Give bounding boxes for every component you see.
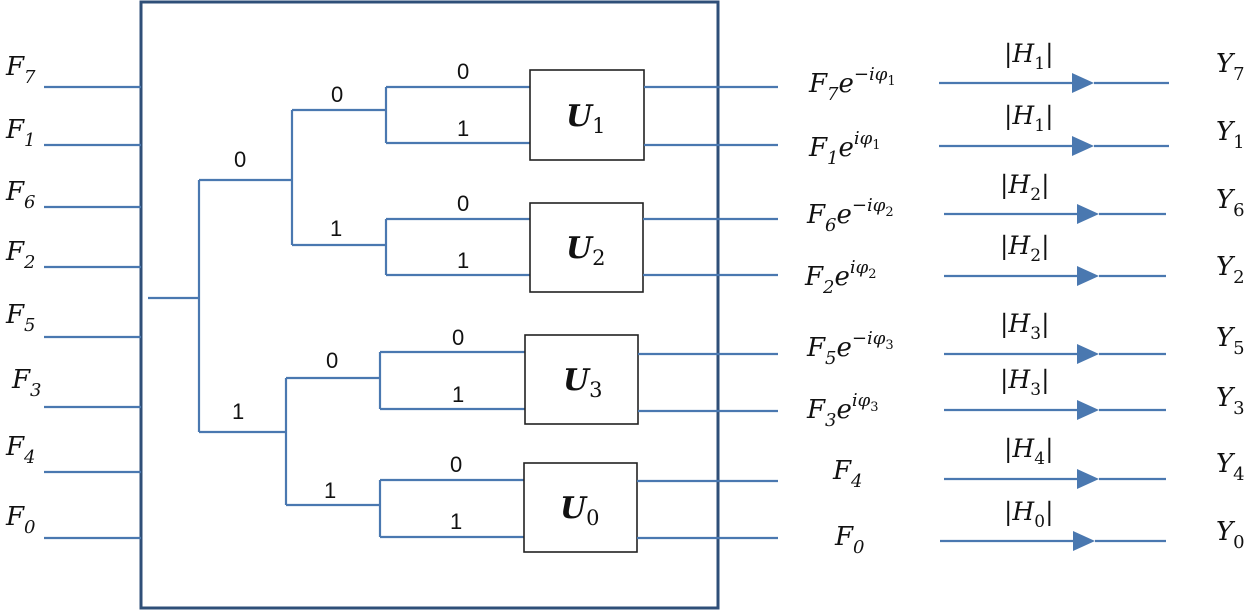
bit-label: 0 bbox=[331, 82, 343, 107]
unitary-box bbox=[529, 202, 644, 293]
input-label: F2 bbox=[5, 237, 36, 273]
input-label: F4 bbox=[5, 432, 36, 468]
bit-label: 0 bbox=[452, 325, 464, 350]
output-label: Y6 bbox=[1216, 185, 1245, 221]
output-label: Y7 bbox=[1216, 49, 1245, 85]
input-label: F1 bbox=[5, 115, 36, 151]
input-label: F7 bbox=[5, 52, 36, 88]
unitary-label: U3 bbox=[563, 363, 603, 402]
bit-label: 1 bbox=[330, 216, 342, 241]
gain-label: |H2| bbox=[1000, 170, 1050, 205]
output-label: Y0 bbox=[1216, 517, 1245, 553]
bit-label: 1 bbox=[457, 116, 469, 141]
phase-output-labels: F7e−iφ1 F1eiφ1 F6e−iφ2 F2eiφ2 F5e−iφ3 F3… bbox=[804, 64, 896, 558]
tree-bit-labels: 0 1 0 1 0 1 0 1 0 1 0 1 0 1 bbox=[232, 59, 469, 534]
unitary-box bbox=[529, 69, 645, 161]
bit-label: 1 bbox=[457, 248, 469, 273]
arrow-icon bbox=[1077, 400, 1099, 420]
bit-label: 0 bbox=[457, 191, 469, 216]
gain-label: |H3| bbox=[1000, 309, 1050, 344]
phase-output-label: F4 bbox=[832, 456, 863, 492]
unitary-blocks: U1 U2 U3 U0 bbox=[523, 69, 645, 553]
arrow-icon bbox=[1077, 204, 1099, 224]
input-labels: F7 F1 F6 F2 F5 F3 F4 F0 bbox=[5, 52, 42, 538]
bit-label: 1 bbox=[450, 509, 462, 534]
phase-output-label: F7e−iφ1 bbox=[808, 64, 896, 105]
arrow-icon bbox=[1077, 469, 1099, 489]
unitary-box bbox=[524, 334, 639, 425]
input-label: F5 bbox=[5, 300, 36, 336]
gain-label: |H1| bbox=[1004, 39, 1054, 74]
gain-label: |H4| bbox=[1004, 434, 1054, 469]
bit-label: 0 bbox=[234, 147, 246, 172]
gain-arrows bbox=[939, 73, 1169, 551]
phase-output-label: F2eiφ2 bbox=[804, 257, 877, 298]
output-label: Y4 bbox=[1216, 449, 1245, 485]
output-labels: Y7 Y1 Y6 Y2 Y5 Y3 Y4 Y0 bbox=[1216, 49, 1245, 553]
input-label: F6 bbox=[5, 177, 36, 213]
unitary-label: U2 bbox=[566, 231, 606, 270]
processing-block-frame bbox=[139, 0, 720, 610]
arrow-icon bbox=[1072, 136, 1094, 156]
bit-label: 1 bbox=[452, 382, 464, 407]
gain-label: |H2| bbox=[1000, 231, 1050, 266]
phase-output-label: F5e−iφ3 bbox=[806, 328, 894, 369]
output-label: Y5 bbox=[1216, 323, 1245, 359]
phase-output-label: F6e−iφ2 bbox=[806, 195, 894, 236]
input-label: F0 bbox=[5, 502, 36, 538]
unitary-label: U1 bbox=[566, 99, 606, 138]
gain-label: |H1| bbox=[1004, 101, 1054, 136]
gain-label: |H0| bbox=[1004, 497, 1054, 532]
arrow-icon bbox=[1073, 531, 1095, 551]
input-wires bbox=[44, 85, 141, 540]
bit-label: 0 bbox=[450, 452, 462, 477]
bit-label: 0 bbox=[326, 348, 338, 373]
unitary-output-wires bbox=[637, 85, 778, 540]
phase-output-label: F3eiφ3 bbox=[806, 390, 879, 431]
bit-label: 0 bbox=[457, 59, 469, 84]
bit-label: 1 bbox=[324, 478, 336, 503]
phase-output-label: F1eiφ1 bbox=[808, 128, 881, 169]
output-label: Y3 bbox=[1216, 383, 1245, 419]
unitary-box bbox=[523, 462, 638, 553]
arrow-icon bbox=[1077, 266, 1099, 286]
output-label: Y1 bbox=[1216, 117, 1245, 153]
gain-labels: |H1| |H1| |H2| |H2| |H3| |H3| |H4| |H0| bbox=[1000, 39, 1054, 532]
output-label: Y2 bbox=[1216, 252, 1245, 288]
arrow-icon bbox=[1077, 344, 1099, 364]
input-label: F3 bbox=[11, 365, 42, 401]
arrow-icon bbox=[1072, 73, 1094, 93]
bit-label: 1 bbox=[232, 399, 244, 424]
phase-output-label: F0 bbox=[834, 522, 865, 558]
unitary-label: U0 bbox=[560, 491, 600, 530]
binary-tree bbox=[148, 85, 530, 539]
gain-label: |H3| bbox=[1000, 365, 1050, 400]
